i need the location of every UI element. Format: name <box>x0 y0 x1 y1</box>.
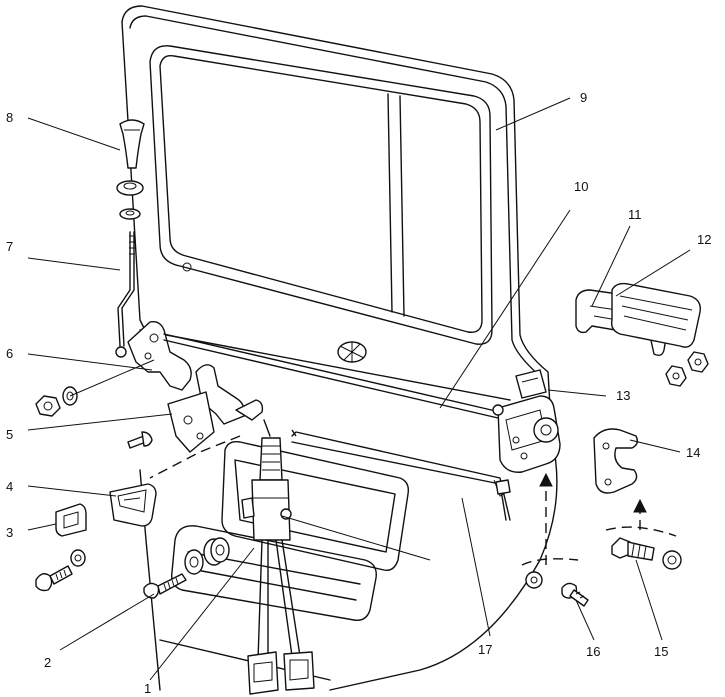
callout-1: 1 <box>144 681 151 696</box>
leader-lines <box>27 97 691 681</box>
lock-actuator <box>241 419 315 695</box>
callout-14: 14 <box>686 445 700 460</box>
callout-labels: 1 2 3 4 5 6 7 8 9 10 11 12 13 14 15 16 1… <box>6 90 711 696</box>
screw-washer-left <box>35 549 86 592</box>
outer-handle <box>575 282 701 357</box>
lock-rod <box>115 231 135 358</box>
callout-7: 7 <box>6 239 13 254</box>
callout-15: 15 <box>654 644 668 659</box>
nut-washer-left <box>35 386 78 417</box>
screw-washer-right <box>525 571 589 607</box>
striker <box>593 428 639 494</box>
callout-12: 12 <box>697 232 711 247</box>
bolt-washer <box>611 537 682 570</box>
callout-16: 16 <box>586 644 600 659</box>
nuts-right <box>665 351 709 387</box>
callout-3: 3 <box>6 525 13 540</box>
door-latch <box>492 369 561 473</box>
handle-bezel <box>109 483 157 527</box>
callout-5: 5 <box>6 427 13 442</box>
callout-10: 10 <box>574 179 588 194</box>
callout-17: 17 <box>478 642 492 657</box>
assembly-lines <box>149 429 677 566</box>
connecting-rod <box>291 431 511 521</box>
callout-6: 6 <box>6 346 13 361</box>
lower-bracket <box>127 364 264 453</box>
callout-8: 8 <box>6 110 13 125</box>
callout-11: 11 <box>628 207 642 222</box>
callout-9: 9 <box>580 90 587 105</box>
screw-grommet <box>143 537 230 599</box>
lock-knob <box>116 119 145 220</box>
callout-13: 13 <box>616 388 630 403</box>
callout-2: 2 <box>44 655 51 670</box>
callout-4: 4 <box>6 479 13 494</box>
door-emblem-icon <box>337 341 367 363</box>
clip <box>55 503 87 537</box>
